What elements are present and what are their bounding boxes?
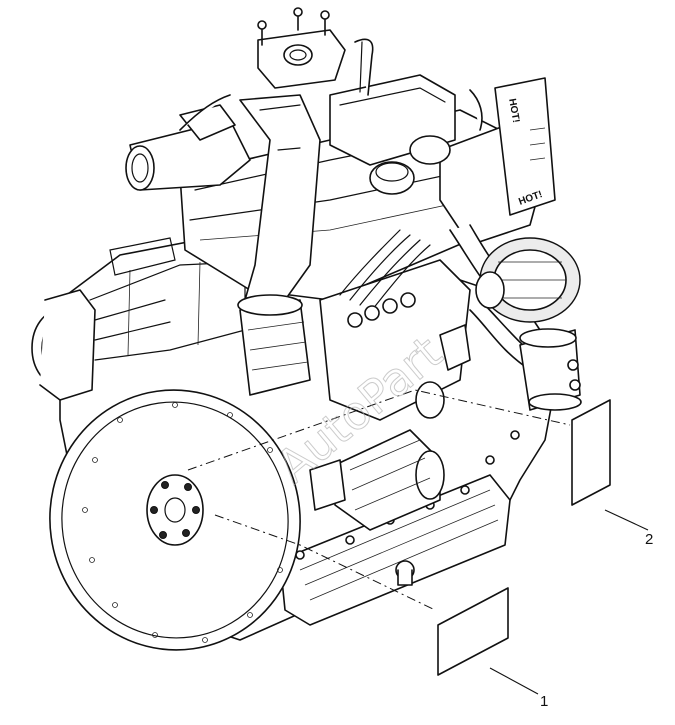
hot-warning-decal: HOT! HOT! [494, 77, 556, 216]
flywheel [49, 389, 301, 651]
decal-1 [437, 587, 509, 676]
placement-leader-lines [187, 389, 571, 611]
fuel-injection-pump [319, 229, 471, 421]
fuel-filter [519, 328, 582, 411]
callout-2: 2 [604, 509, 653, 548]
alternator [475, 237, 581, 323]
flywheel-rim-holes [82, 402, 283, 643]
oil-filter-housing [31, 289, 96, 401]
flywheel-bolts [150, 481, 200, 539]
callout-2-number: 2 [645, 531, 653, 548]
callout-1-number: 1 [540, 693, 548, 710]
callout-1: 1 [489, 667, 548, 710]
hot-decal-text-top: HOT! [506, 98, 521, 124]
engine-assembly: HOT! HOT! [31, 7, 582, 651]
intake-pipe [125, 94, 321, 301]
decal-2 [571, 399, 611, 506]
oil-filter [237, 294, 311, 396]
starter-motor [309, 429, 445, 531]
exhaust-flange [257, 7, 346, 89]
